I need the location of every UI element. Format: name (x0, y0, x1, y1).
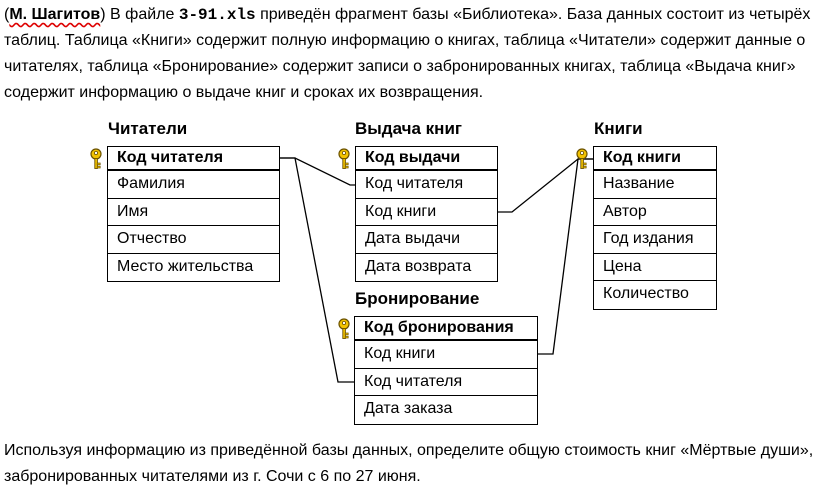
table-row: Дата выдачи (356, 226, 497, 254)
table-row: Место жительства (117, 257, 254, 275)
table-row: Автор (594, 199, 716, 226)
table-row: Дата возврата (365, 257, 472, 275)
link-readers-booking (279, 157, 355, 383)
table-row: Код книги (356, 199, 497, 226)
table-row: Код читателя (356, 171, 497, 199)
field-pk: Код книги (594, 147, 716, 171)
question-text: Используя информацию из приведённой базы… (4, 442, 814, 485)
field-pk: Код выдачи (356, 147, 497, 171)
table-row: Год издания (594, 226, 716, 254)
table-row: Количество (603, 285, 689, 302)
table-row: Код читателя (355, 369, 537, 396)
table-row: Имя (108, 199, 279, 226)
field-pk: Код бронирования (355, 317, 537, 341)
key-icon (338, 148, 350, 169)
link-books-booking (537, 158, 593, 355)
table-title-readers: Читатели (108, 119, 188, 138)
field-pk: Код читателя (108, 147, 279, 171)
table-row: Фамилия (108, 171, 279, 199)
intro-text: (М. Шагитов) В файле 3-91.xls приведён ф… (4, 6, 811, 101)
file-name: 3-91.xls (178, 6, 256, 24)
table-readers: Код читателя Фамилия Имя Отчество Место … (107, 146, 280, 282)
table-row: Дата заказа (364, 400, 453, 417)
table-title-books: Книги (594, 119, 643, 138)
key-icon (576, 148, 588, 169)
key-icon (90, 148, 102, 169)
table-issue: Код выдачи Код читателя Код книги Дата в… (355, 146, 498, 282)
table-row: Код книги (355, 341, 537, 369)
table-books: Код книги Название Автор Год издания Цен… (593, 146, 717, 310)
table-row: Отчество (108, 226, 279, 254)
table-row: Название (594, 171, 716, 199)
author-name: М. Шагитов (9, 6, 101, 23)
table-title-issue: Выдача книг (355, 119, 462, 138)
table-title-booking: Бронирование (355, 289, 480, 308)
table-row: Цена (594, 254, 716, 281)
key-icon (338, 318, 350, 339)
table-booking: Код бронирования Код книги Код читателя … (354, 316, 538, 425)
